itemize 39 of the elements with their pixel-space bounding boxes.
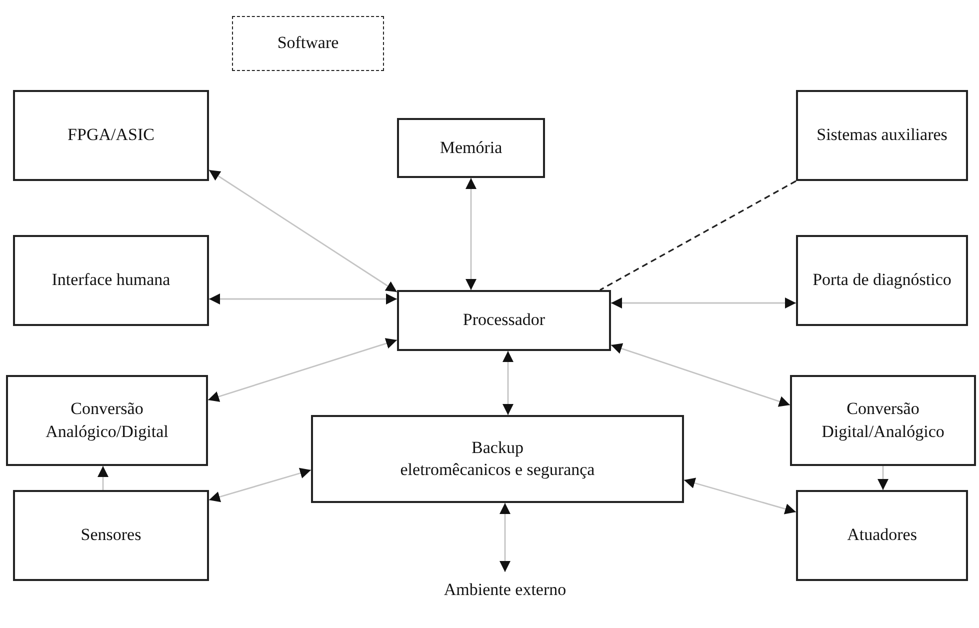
arrow [208, 169, 398, 293]
component-box [796, 235, 968, 326]
arrow [208, 338, 398, 402]
box-title: Porta de diagnóstico [812, 269, 952, 292]
box-subtitle: eletromêcanicos e segurança [399, 459, 596, 481]
box-title: Sensores [80, 524, 142, 546]
component-box [796, 490, 968, 581]
arrow [209, 294, 397, 304]
box-title: Interface humana [50, 269, 172, 292]
arrow [500, 503, 510, 572]
box-title: Software [276, 32, 340, 54]
arrow [466, 178, 476, 290]
box-title: Sistemas auxiliares [816, 124, 948, 146]
component-box [232, 16, 384, 71]
arrow [610, 343, 790, 407]
component-box [13, 490, 209, 581]
component-box [13, 235, 209, 326]
arrow [98, 466, 108, 490]
box-title: Conversão Digital/Analógico [820, 398, 946, 443]
arrow [878, 466, 888, 490]
component-box [796, 90, 968, 181]
arrow [502, 351, 514, 415]
arrow [208, 468, 312, 502]
box-title: FPGA/ASIC [66, 124, 156, 146]
component-box [397, 290, 611, 351]
component-box [13, 90, 209, 181]
arrow [611, 298, 796, 308]
arrow [684, 478, 796, 514]
node-text: Ambiente externo [442, 578, 568, 601]
component-box [397, 118, 545, 178]
component-box [6, 375, 208, 466]
component-box [311, 415, 684, 503]
box-title: Conversão Analógico/Digital [44, 398, 170, 443]
box-title: Atuadores [846, 524, 918, 546]
box-title: Backup [470, 436, 524, 459]
box-title: Processador [462, 309, 546, 332]
dashed-line [600, 180, 796, 291]
component-box [790, 375, 976, 466]
box-title: Memória [438, 136, 504, 159]
